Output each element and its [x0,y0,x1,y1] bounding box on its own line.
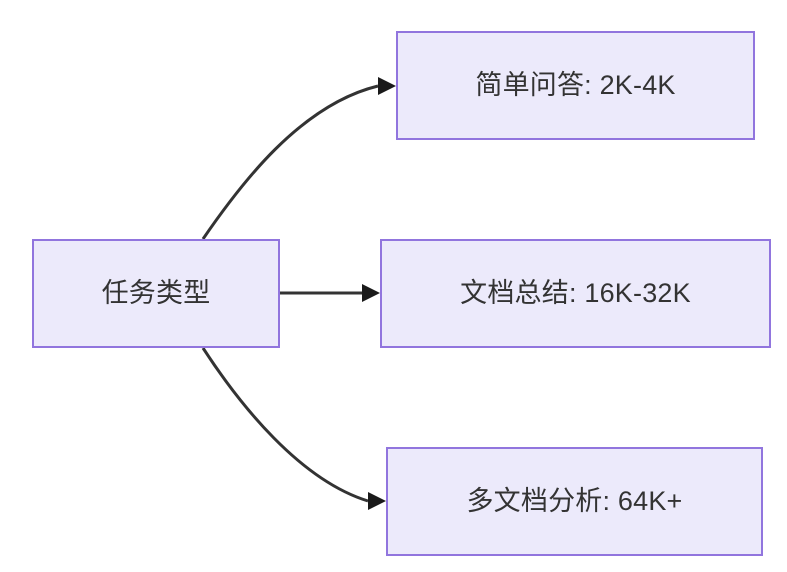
arrow-head-icon [362,284,380,302]
node-multi-doc-analysis[interactable]: 多文档分析: 64K+ [386,447,763,556]
edge-task-type-to-simple-qa [201,77,396,240]
node-simple-qa[interactable]: 简单问答: 2K-4K [396,31,755,140]
node-multi-doc-analysis-label: 多文档分析: 64K+ [466,486,683,516]
node-simple-qa-label: 简单问答: 2K-4K [475,70,676,100]
node-task-type-label: 任务类型 [101,278,211,308]
arrow-head-icon [378,77,396,95]
edge-task-type-to-multi-doc-analysis [201,347,386,510]
node-doc-summary[interactable]: 文档总结: 16K-32K [380,239,771,348]
arrow-head-icon [368,492,386,510]
edge-task-type-to-doc-summary [280,284,380,302]
node-task-type[interactable]: 任务类型 [32,239,280,348]
node-doc-summary-label: 文档总结: 16K-32K [460,278,691,308]
